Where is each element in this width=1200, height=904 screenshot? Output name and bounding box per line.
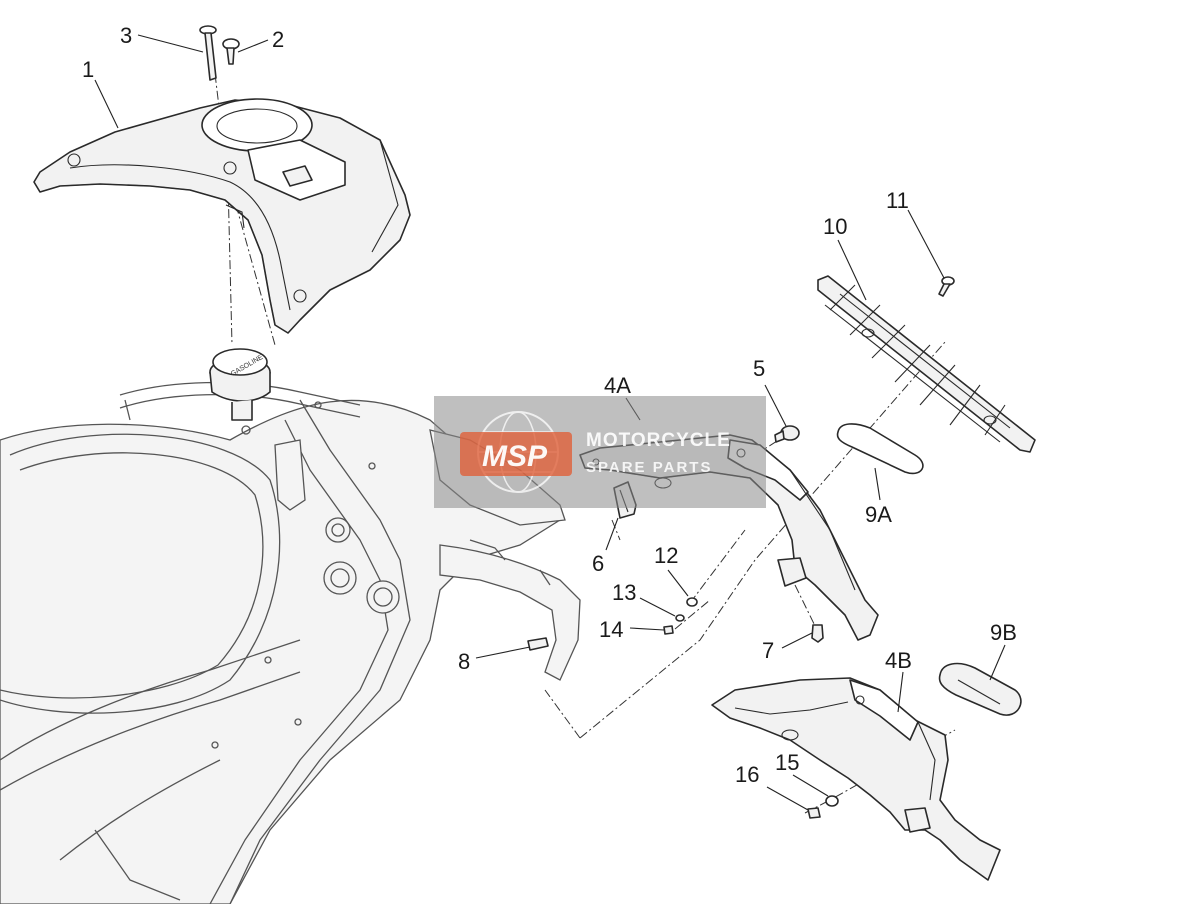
part-5-screw bbox=[774, 425, 800, 443]
part-9b-reflector bbox=[938, 662, 1022, 716]
fuel-cap: GASOLINE bbox=[209, 348, 271, 421]
watermark-badge bbox=[460, 432, 572, 476]
callout-4b: 4B bbox=[885, 648, 912, 673]
part-4b-plate-holder bbox=[711, 677, 1001, 881]
callout-11: 11 bbox=[886, 188, 909, 213]
watermark-line1: MOTORCYCLE bbox=[586, 430, 731, 451]
part-13-spring-washer bbox=[675, 614, 685, 622]
callout-6: 6 bbox=[592, 551, 604, 576]
screw-2 bbox=[222, 38, 240, 65]
callout-7: 7 bbox=[762, 638, 774, 663]
part-1-rack-cover bbox=[33, 98, 411, 334]
part-15-washer bbox=[825, 795, 839, 807]
part-12-washer bbox=[686, 597, 698, 607]
part-14-nut bbox=[663, 625, 674, 635]
msp-watermark: MSP MOTORCYCLE SPARE PARTS bbox=[434, 396, 766, 508]
watermark-badge-text: MSP bbox=[482, 440, 548, 473]
callout-16: 16 bbox=[735, 762, 759, 787]
callout-4a: 4A bbox=[604, 373, 631, 398]
part-9a-reflector bbox=[836, 423, 924, 475]
callout-5: 5 bbox=[753, 356, 765, 381]
part-7-screw bbox=[811, 624, 824, 643]
part-10-license-plate bbox=[817, 275, 1036, 453]
callout-12: 12 bbox=[654, 543, 678, 568]
callout-9a: 9A bbox=[865, 502, 892, 527]
callout-10: 10 bbox=[823, 214, 847, 239]
part-11-screw bbox=[938, 276, 955, 297]
callout-15: 15 bbox=[775, 750, 799, 775]
callout-2: 2 bbox=[272, 27, 284, 52]
callout-1: 1 bbox=[82, 57, 94, 82]
callout-9b: 9B bbox=[990, 620, 1017, 645]
screw-3 bbox=[199, 25, 217, 81]
callout-8: 8 bbox=[458, 649, 470, 674]
callout-13: 13 bbox=[612, 580, 636, 605]
callout-labels: 3 2 1 4A 5 6 12 13 14 8 7 10 11 9A 9B 4B… bbox=[82, 23, 1017, 787]
callout-3: 3 bbox=[120, 23, 132, 48]
callout-14: 14 bbox=[599, 617, 623, 642]
part-16-nut bbox=[807, 807, 821, 819]
watermark-line2: SPARE PARTS bbox=[586, 459, 712, 476]
part-8-nut bbox=[527, 637, 549, 651]
